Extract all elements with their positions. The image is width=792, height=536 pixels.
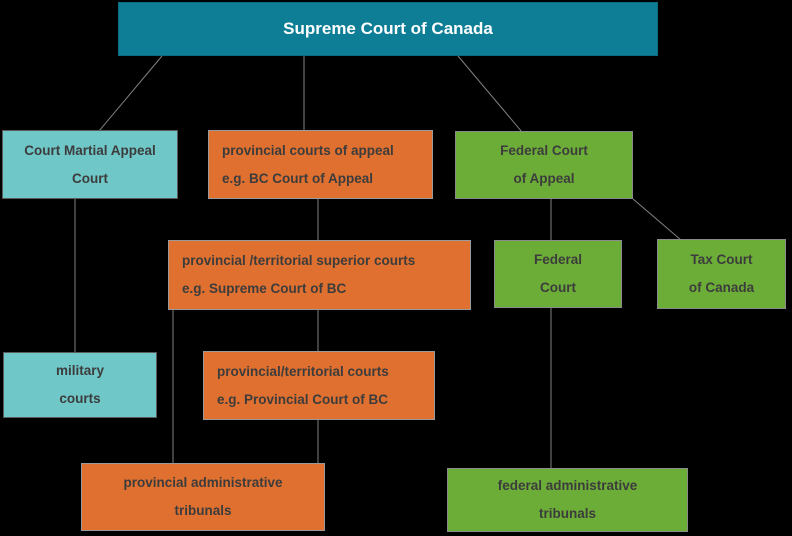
node-label-line1: provincial /territorial superior courts	[182, 253, 416, 268]
node-label-line2: e.g. BC Court of Appeal	[222, 170, 373, 186]
node-label-line1: provincial administrative	[123, 475, 283, 490]
edge-supreme-to-cmac	[98, 55, 163, 132]
node-label-line1: Federal Court	[500, 143, 588, 158]
node-federal-administrative-tribunals: federal administrative tribunals	[447, 468, 688, 532]
node-label-line2: e.g. Provincial Court of BC	[217, 391, 389, 407]
node-label-line1: military	[55, 363, 105, 378]
node-label-line1: provincial/territorial courts	[217, 363, 389, 379]
edge-supreme-to-fca	[457, 55, 523, 133]
node-label-line1: Tax Court	[690, 252, 753, 267]
node-provincial-territorial-superior-courts: provincial /territorial superior courts …	[168, 240, 471, 310]
node-label-line1: Federal	[533, 252, 583, 267]
node-label-line1: federal administrative	[497, 478, 638, 493]
node-provincial-courts-of-appeal: provincial courts of appeal e.g. BC Cour…	[208, 130, 433, 199]
node-label-line1: Supreme Court of Canada	[283, 19, 493, 38]
node-label-line2: Court	[72, 170, 108, 186]
node-label-line2: of Appeal	[513, 171, 575, 186]
node-military-courts: military courts	[3, 352, 157, 418]
node-label-line1: provincial courts of appeal	[222, 142, 394, 158]
node-supreme-court-of-canada: Supreme Court of Canada	[118, 2, 658, 56]
node-federal-court: Federal Court	[494, 240, 622, 308]
node-label-line1: Court Martial Appeal	[24, 142, 156, 158]
node-label-line2: of Canada	[688, 280, 755, 295]
node-label-line2: e.g. Supreme Court of BC	[182, 281, 347, 296]
node-federal-court-of-appeal: Federal Court of Appeal	[455, 131, 633, 199]
node-provincial-administrative-tribunals: provincial administrative tribunals	[81, 463, 325, 531]
node-tax-court-of-canada: Tax Court of Canada	[657, 239, 786, 309]
node-court-martial-appeal-court: Court Martial Appeal Court	[2, 130, 178, 199]
edge-fca-to-tax-court	[632, 198, 682, 241]
node-label-line2: courts	[59, 391, 101, 406]
node-label-line2: tribunals	[538, 506, 596, 521]
node-provincial-territorial-courts: provincial/territorial courts e.g. Provi…	[203, 351, 435, 420]
node-label-line2: Court	[540, 280, 576, 295]
node-label-line2: tribunals	[174, 503, 232, 518]
